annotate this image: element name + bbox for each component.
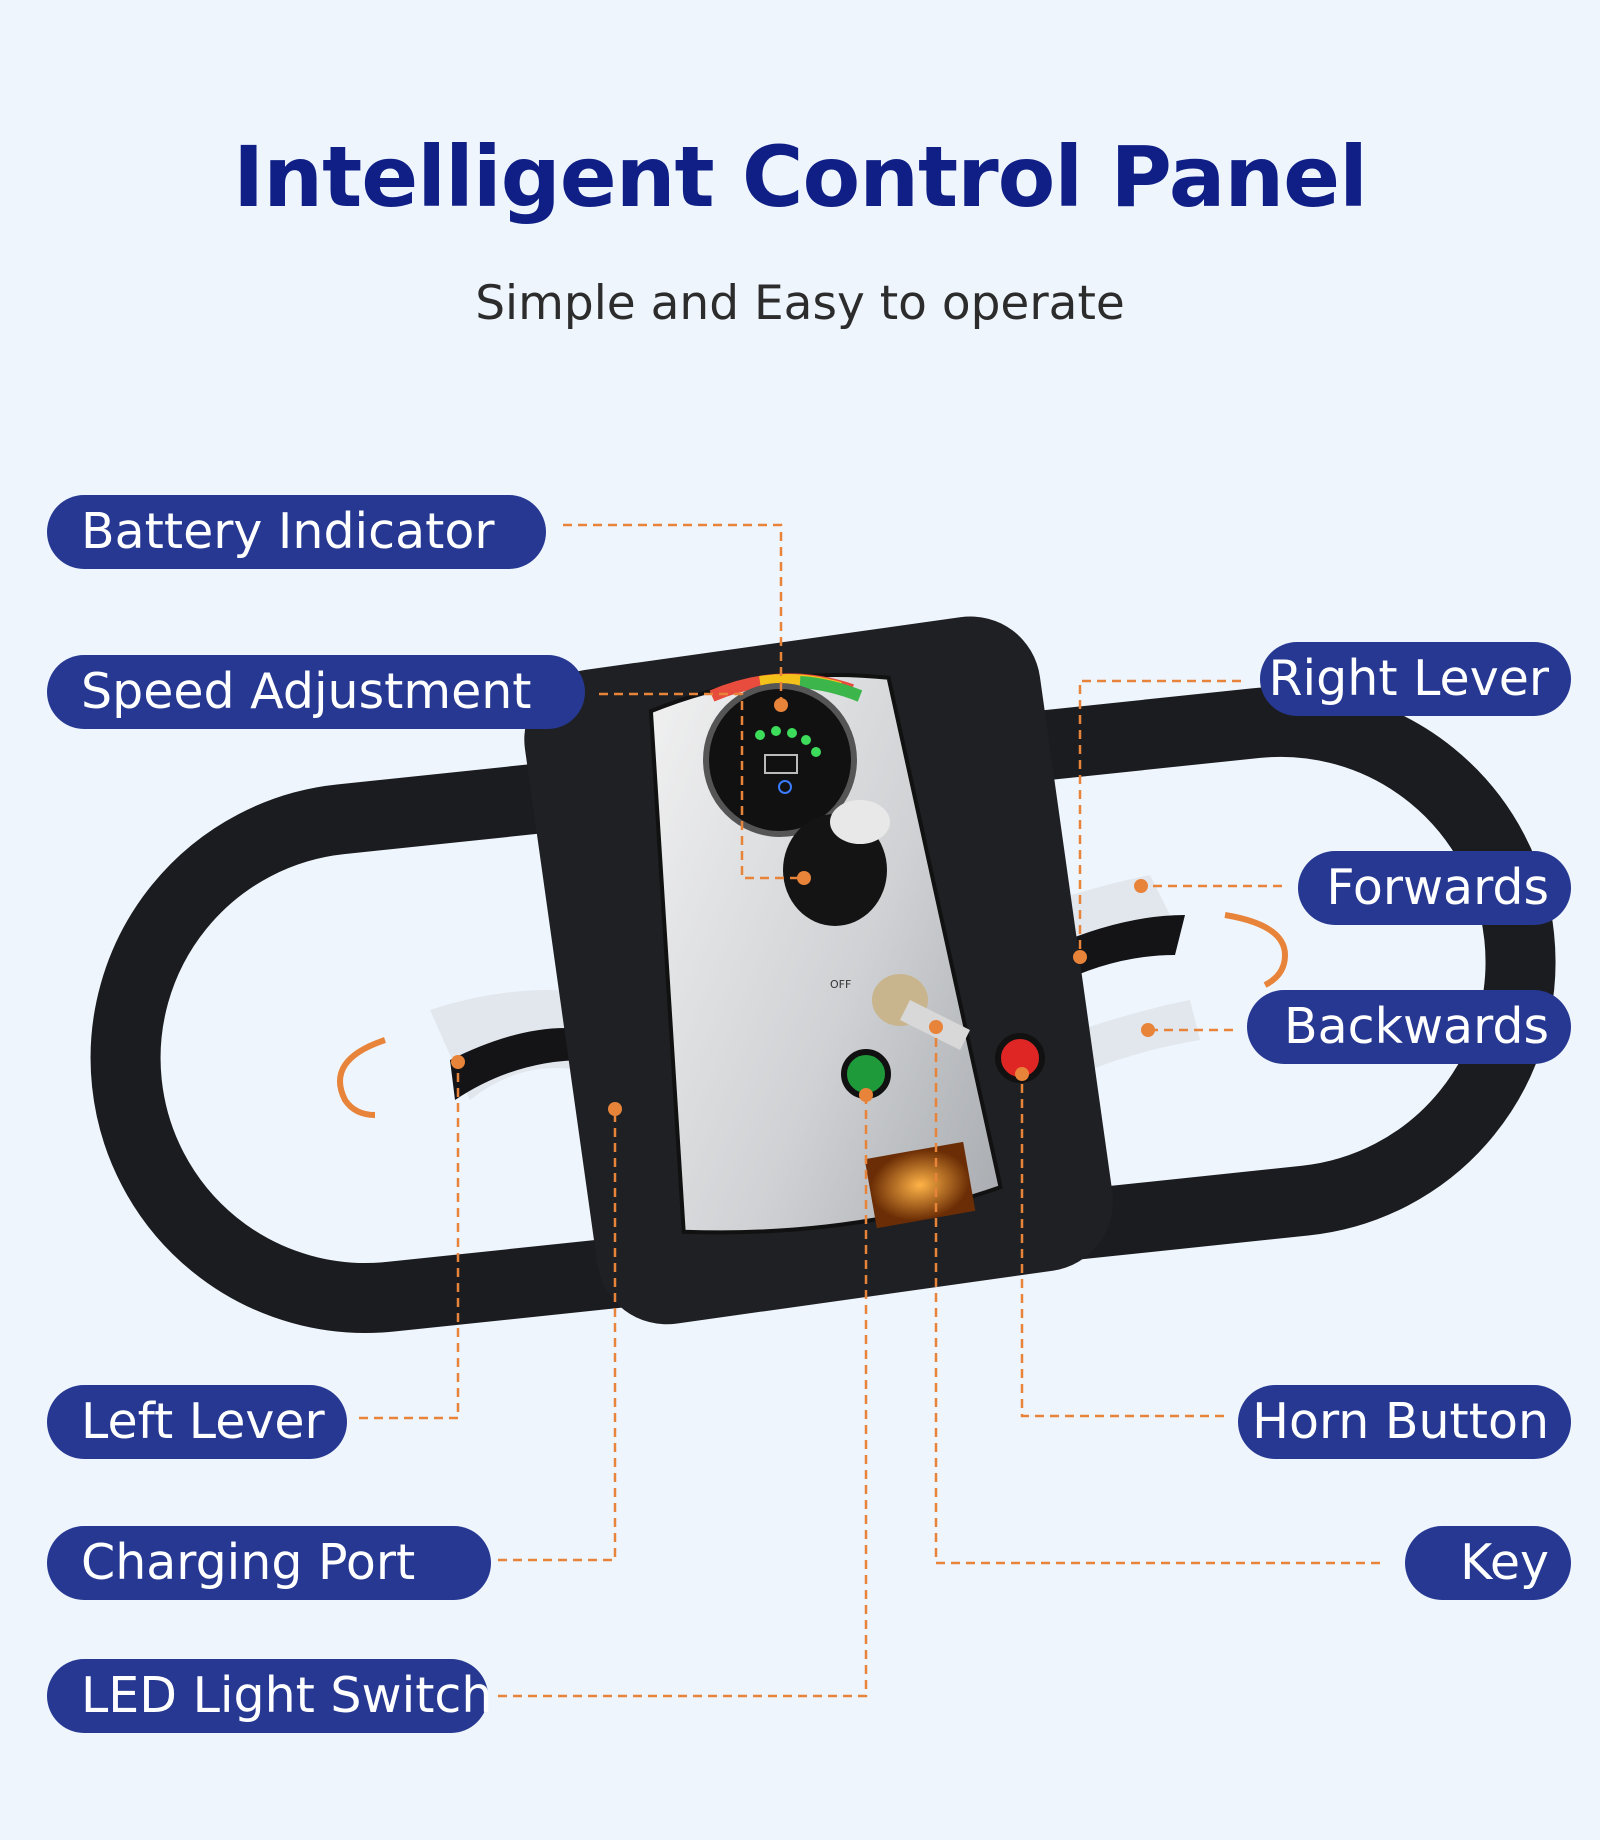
direction-arrow-right	[1224, 912, 1289, 988]
page-subtitle: Simple and Easy to operate	[475, 276, 1125, 331]
leader-lines	[359, 523, 1380, 1698]
callout-key: Key	[1405, 1526, 1571, 1600]
speed-knob	[783, 800, 890, 926]
off-marking: OFF	[830, 978, 851, 991]
callout-horn-button: Horn Button	[1238, 1385, 1571, 1459]
page-title: Intelligent Control Panel	[233, 128, 1368, 226]
callout-right-lever: Right Lever	[1260, 642, 1571, 716]
callout-backwards: Backwards	[1247, 990, 1571, 1064]
callout-battery-indicator: Battery Indicator	[47, 495, 546, 569]
callout-charging-port: Charging Port	[47, 1526, 491, 1600]
callout-led-light-switch: LED Light Switch	[47, 1659, 492, 1733]
leader-dots	[451, 698, 1155, 1116]
callout-left-lever: Left Lever	[47, 1385, 347, 1459]
left-lever-paddle	[430, 990, 590, 1100]
controller-chip	[864, 1141, 976, 1229]
callout-speed-adjustment: Speed Adjustment	[47, 655, 585, 729]
callout-forwards: Forwards	[1298, 851, 1571, 925]
direction-arrow-left	[337, 1037, 386, 1118]
